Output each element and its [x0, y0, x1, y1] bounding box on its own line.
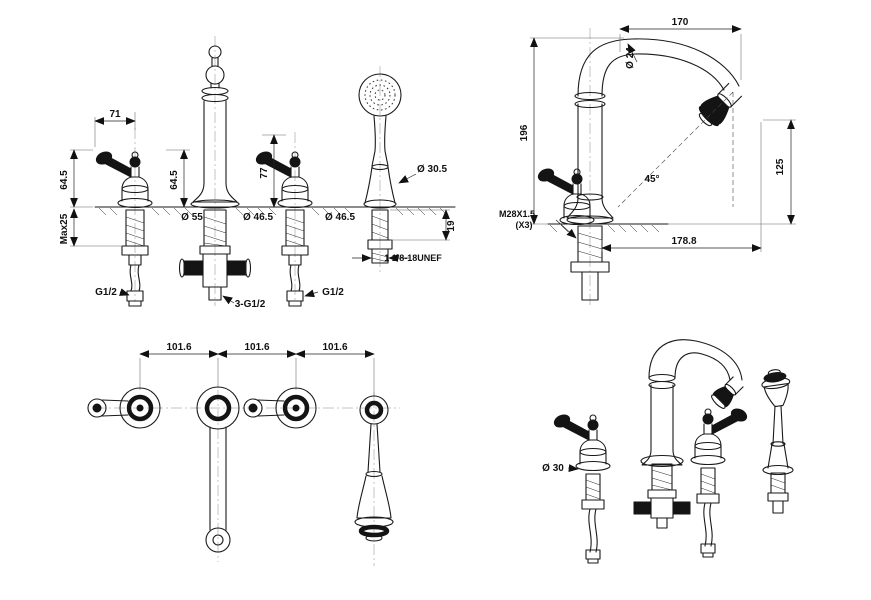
handle-side: [535, 166, 595, 226]
plan-view: 101.6 101.6 101.6: [87, 342, 400, 566]
handle-left-front: [93, 149, 153, 209]
dim-outlet-angle: 45°: [644, 174, 659, 185]
dim-base-dia: Ø 30: [542, 463, 564, 474]
iso-handle-left-shank: [581, 473, 605, 564]
dim-tube-dia: Ø 24: [625, 47, 636, 69]
side-dims: 170 Ø 24 196 125 45° M28X1.5 (X3) 178.8: [499, 17, 796, 252]
plan-centerlines: [95, 390, 400, 566]
iso-handshower-shank: [767, 472, 789, 514]
dim-height-left: 64.5: [59, 170, 70, 190]
deck-hatch: [98, 207, 448, 216]
dim-handle-offset: 71: [109, 109, 121, 120]
dim-flange-dia-left: Ø 46.5: [243, 212, 273, 223]
handshower-plan: [354, 395, 394, 542]
dim-outlet-height: 125: [775, 158, 786, 175]
angle-reference-lines: [617, 91, 734, 208]
dim-height: 196: [519, 124, 530, 141]
dim-height-mid: 64.5: [169, 170, 180, 190]
centerlines: [134, 36, 381, 306]
side-view: 170 Ø 24 196 125 45° M28X1.5 (X3) 178.8: [499, 17, 796, 305]
dim-spacing-a: 101.6: [166, 342, 191, 353]
iso-handle-right-shank: [696, 467, 720, 558]
spout-side: [566, 38, 743, 225]
dim-mount-thread: M28X1.5: [499, 209, 535, 219]
dim-hose-thread: 1 1/8-18UNEF: [384, 253, 442, 263]
dim-reach: 170: [672, 17, 689, 28]
iso-spout: [640, 339, 744, 468]
dim-spacing-b: 101.6: [244, 342, 269, 353]
dim-shank-len: 19: [446, 220, 457, 232]
handle-left-plan: [87, 387, 161, 429]
dim-reach-base: 178.8: [671, 236, 696, 247]
iso-spout-shank: [633, 463, 691, 529]
side-deck-hatch: [549, 224, 660, 233]
handle-right-plan: [243, 387, 317, 429]
dim-outlet-right: G1/2: [322, 287, 344, 298]
front-view: 71 64.5 Max25 64.5 77 Ø 55 Ø 46.5 Ø 46.5…: [59, 36, 457, 310]
dim-max-deck: Max25: [59, 213, 70, 244]
spout-plan: [196, 386, 240, 553]
spout-diverter-under: [178, 209, 252, 301]
dim-cradle-dia: Ø 30.5: [417, 164, 447, 175]
dim-outlet-left: G1/2: [95, 287, 117, 298]
plan-dims: 101.6 101.6 101.6: [139, 342, 375, 396]
iso-view: Ø 30: [542, 339, 794, 564]
iso-handle-right: [690, 406, 750, 466]
dim-height-right: 77: [259, 167, 270, 179]
iso-dims: Ø 30: [542, 463, 579, 474]
dim-mount-thread-qty: (X3): [515, 220, 532, 230]
spout-front: [190, 45, 240, 209]
handshower-front: [358, 73, 402, 209]
front-dims: 71 64.5 Max25 64.5 77 Ø 55 Ø 46.5 Ø 46.5…: [59, 109, 457, 310]
iso-handle-left: [551, 412, 611, 472]
iso-handshower: [761, 369, 794, 476]
dim-spout-base-dia: Ø 55: [181, 212, 203, 223]
dim-outlet-center: 3-G1/2: [235, 299, 266, 310]
handshower-shank: [367, 209, 393, 264]
dim-spacing-c: 101.6: [322, 342, 347, 353]
dim-flange-dia-right: Ø 46.5: [325, 212, 355, 223]
